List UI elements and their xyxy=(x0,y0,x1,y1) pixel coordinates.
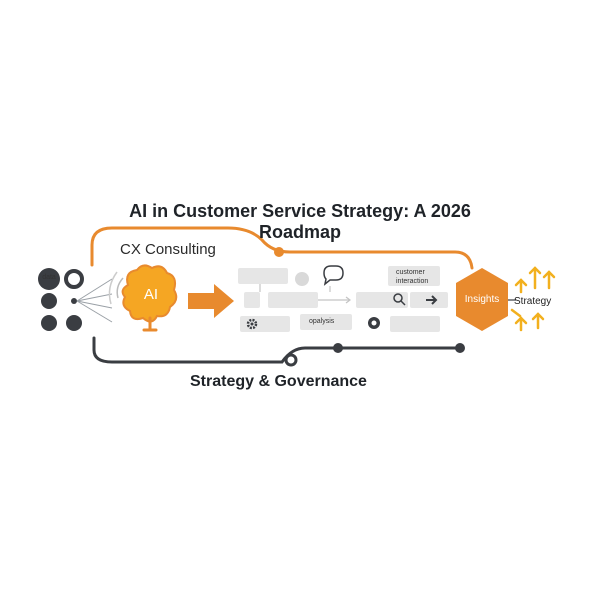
up-arrow-icon xyxy=(542,270,556,290)
data-node xyxy=(38,268,60,290)
governance-node-open xyxy=(284,353,298,367)
data-label: data xyxy=(42,274,56,281)
customer-interaction-line1: customer xyxy=(396,269,425,276)
chat-bubble-icon xyxy=(323,265,344,286)
up-arrow-icon xyxy=(514,316,528,332)
data-node xyxy=(71,298,77,304)
brain-icon xyxy=(108,264,178,332)
data-nodes xyxy=(38,268,113,331)
data-node xyxy=(41,315,57,331)
search-icon xyxy=(393,293,406,306)
process-panel xyxy=(388,266,440,286)
customer-interaction-label: customer interaction xyxy=(396,268,428,286)
page-title-continued: Roadmap xyxy=(258,222,341,242)
gear-icon xyxy=(246,318,258,330)
ai-label: AI xyxy=(143,286,159,303)
up-arrow-icon xyxy=(531,312,545,330)
data-node xyxy=(64,269,84,289)
governance-label: Strategy & Governance xyxy=(190,373,367,390)
page-title: AI in Customer Service Strategy: A 2026 xyxy=(129,201,471,221)
insights-hexagon xyxy=(456,268,508,331)
process-panel xyxy=(268,292,318,308)
governance-path xyxy=(92,336,462,364)
insights-label: Insights xyxy=(464,294,500,305)
arrow-right-icon xyxy=(426,295,438,305)
up-arrow-icon xyxy=(528,266,542,290)
process-panel xyxy=(238,268,288,284)
process-panel xyxy=(244,292,260,308)
process-panel xyxy=(240,316,290,332)
up-arrow-icon xyxy=(514,278,528,294)
strategy-label: Strategy xyxy=(514,296,552,307)
target-icon xyxy=(368,317,380,329)
process-panel xyxy=(390,316,440,332)
analysis-label: opalysis xyxy=(309,318,335,325)
cx-consulting-path xyxy=(90,226,474,270)
data-node xyxy=(66,315,82,331)
process-panel xyxy=(300,314,352,330)
growth-arrows xyxy=(510,266,556,332)
process-flow xyxy=(238,266,448,332)
governance-node xyxy=(333,343,343,353)
process-node xyxy=(295,272,309,286)
customer-interaction-line2: interaction xyxy=(396,278,429,285)
milestone-dot xyxy=(274,247,284,257)
arrow-right-icon xyxy=(188,284,234,318)
governance-node-end xyxy=(455,343,465,353)
data-node xyxy=(41,293,57,309)
cx-consulting-label: CX Consulting xyxy=(120,241,216,258)
